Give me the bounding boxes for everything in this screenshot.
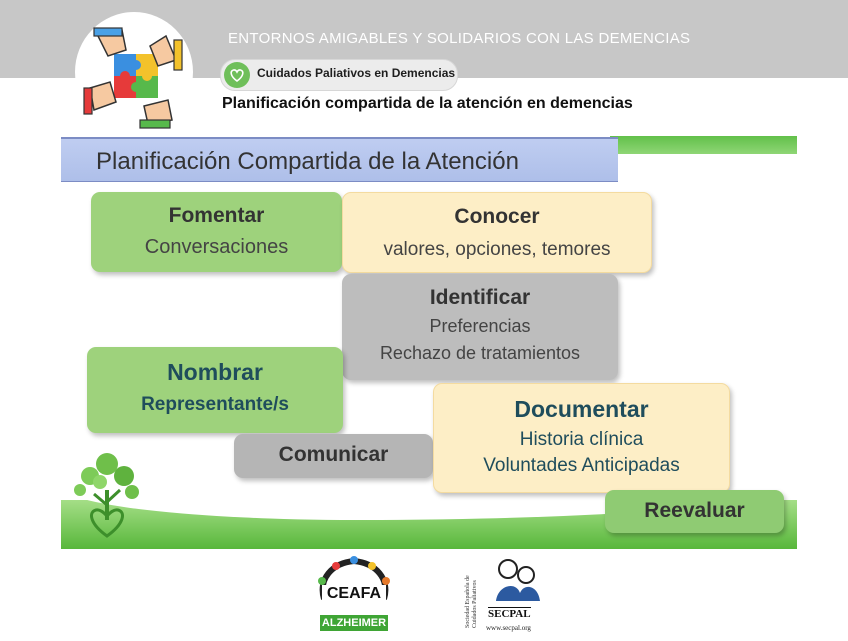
secpal-vertical-text: Sociedad Española de Cuidados Paliativos xyxy=(465,575,478,628)
card-identificar: Identificar Preferencias Rechazo de trat… xyxy=(342,274,618,380)
card-fomentar-title: Fomentar xyxy=(168,204,265,227)
header-accent-bar xyxy=(610,136,797,154)
ceafa-name: CEAFA xyxy=(322,585,386,603)
card-comunicar: Comunicar xyxy=(234,434,433,478)
slide-title: Planificación Compartida de la Atención xyxy=(96,148,519,175)
card-documentar-sub2: Voluntades Anticipadas xyxy=(483,455,680,476)
page-subtitle: Planificación compartida de la atención … xyxy=(222,95,633,112)
card-conocer-title: Conocer xyxy=(454,205,540,228)
card-fomentar-sub: Conversaciones xyxy=(144,236,289,258)
card-conocer: Conocer valores, opciones, temores xyxy=(342,192,652,273)
card-identificar-sub1: Preferencias xyxy=(429,316,531,336)
card-documentar: Documentar Historia clínica Voluntades A… xyxy=(433,383,730,493)
ceafa-ring xyxy=(318,556,390,600)
card-nombrar-title: Nombrar xyxy=(167,359,263,385)
tree-heart-icon xyxy=(74,453,139,538)
top-title: ENTORNOS AMIGABLES Y SOLIDARIOS CON LAS … xyxy=(228,30,691,47)
card-nombrar: Nombrar Representante/s xyxy=(87,347,343,433)
heart-hands-glyph xyxy=(230,69,244,82)
card-documentar-sub1: Historia clínica xyxy=(519,429,644,450)
card-fomentar: Fomentar Conversaciones xyxy=(91,192,342,272)
secpal-figures xyxy=(496,559,540,601)
card-documentar-title: Documentar xyxy=(514,396,649,422)
heart-hands-icon xyxy=(224,62,250,88)
secpal-url: www.secpal.org xyxy=(486,624,531,632)
ceafa-sub: ALZHEIMER xyxy=(320,615,388,631)
secpal-name: SECPAL xyxy=(488,607,531,620)
card-reevaluar: Reevaluar xyxy=(605,490,784,533)
card-identificar-title: Identificar xyxy=(429,286,531,309)
card-comunicar-title: Comunicar xyxy=(278,443,389,466)
secpal-logo: Sociedad Española de Cuidados Paliativos… xyxy=(462,549,548,639)
card-nombrar-sub: Representante/s xyxy=(141,394,289,415)
category-pill: Cuidados Paliativos en Demencias xyxy=(220,59,458,91)
card-identificar-sub2: Rechazo de tratamientos xyxy=(379,343,581,363)
pill-label: Cuidados Paliativos en Demencias xyxy=(257,66,456,80)
card-conocer-sub: valores, opciones, temores xyxy=(383,239,611,260)
slide-title-box: Planificación Compartida de la Atención xyxy=(61,137,618,182)
puzzle-hands-logo xyxy=(83,27,183,129)
ceafa-logo: CEAFA ALZHEIMER xyxy=(306,553,402,635)
card-reevaluar-title: Reevaluar xyxy=(644,499,745,522)
